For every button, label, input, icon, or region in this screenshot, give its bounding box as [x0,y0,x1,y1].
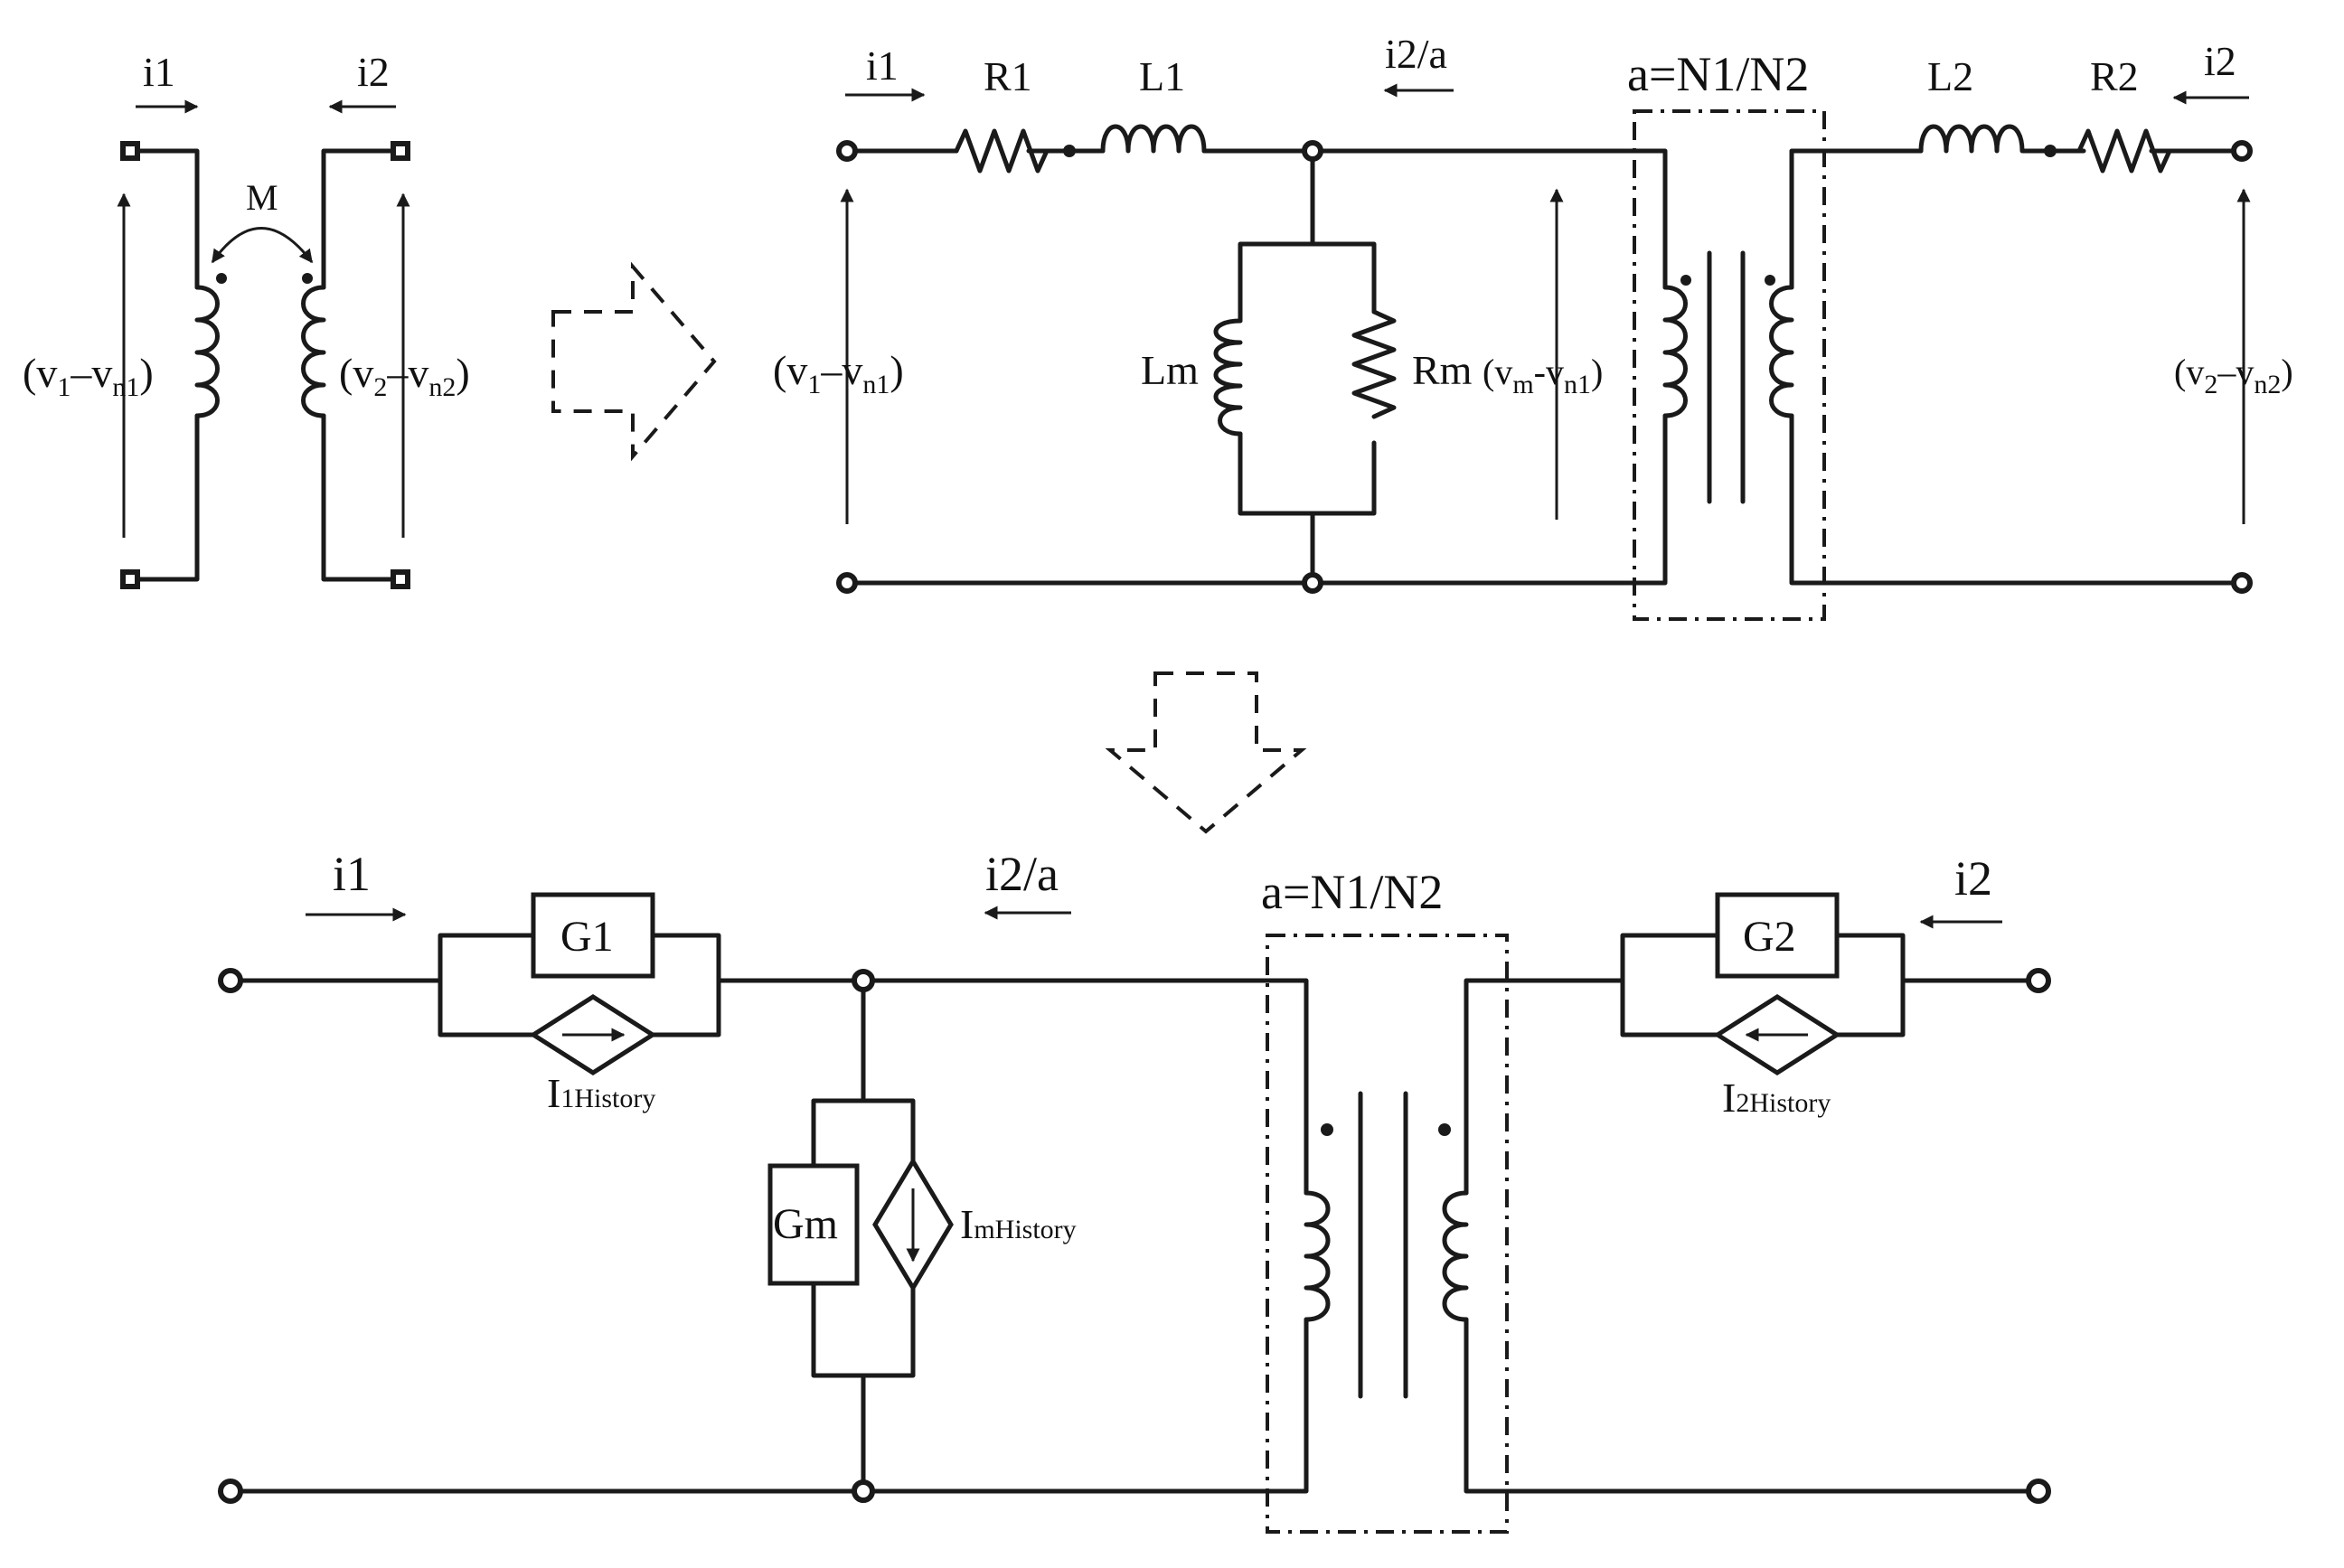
polarity-dot [1321,1123,1333,1136]
i1history-label: I1History [547,1070,655,1116]
secondary-coil-icon [301,285,326,418]
junction-dot [2044,145,2057,157]
polarity-dot [1680,275,1691,286]
imhistory-label: ImHistory [960,1201,1077,1247]
wire [1464,933,2031,1494]
terminal [2231,572,2253,594]
polarity-dot [1438,1123,1451,1136]
node [852,969,875,992]
rm-resistor-icon [1351,309,1397,419]
l1-label: L1 [1139,53,1185,99]
current-label-i2: i2 [2204,38,2236,84]
r1-resistor-icon [954,128,1050,174]
lm-inductor-icon [1213,318,1243,437]
polarity-dot [1765,275,1775,286]
current-label-i1: i1 [333,847,371,901]
terminal [218,1479,243,1504]
secondary-coil-icon [1769,285,1794,418]
terminal [218,968,243,993]
polarity-dot [302,273,313,284]
turns-ratio-label: a=N1/N2 [1261,865,1443,919]
voltage-label-vm: (vm-vn1) [1483,352,1603,399]
node [1302,572,1323,594]
r2-label: R2 [2090,53,2139,99]
terminal [2026,968,2051,993]
gm-label: Gm [773,1200,838,1248]
turns-ratio-label: a=N1/N2 [1627,47,1809,101]
mutual-coupling-arrow [211,227,314,264]
g1-label: G1 [560,913,614,961]
wire [1789,148,2236,586]
current-label-i2: i2 [357,49,390,95]
terminal [836,572,858,594]
voltage-label-v1: (v1–vn1) [773,347,904,399]
wire [238,978,1309,1494]
primary-coil-icon [1662,285,1688,418]
wire [321,148,396,582]
wire [852,148,1668,586]
node [1302,140,1323,162]
ideal-transformer-box [1633,109,1826,621]
polarity-dot [216,273,227,284]
secondary-coil-icon [1442,1190,1469,1322]
terminal [836,140,858,162]
transform-arrow-right [551,261,717,462]
voltage-label-v2: (v2–vn2) [339,350,470,402]
wire [1238,156,1377,577]
current-label-i1: i1 [866,42,899,89]
rm-label: Rm [1412,347,1473,393]
terminal [2231,140,2253,162]
g1-conductance-box [531,892,655,979]
terminal [2026,1479,2051,1504]
g2-label: G2 [1743,913,1796,961]
t-equivalent-panel: Lm Rm a=N1/N2 R1 L1 L2 R2 i1 i2/a i2 (v1… [773,31,2293,621]
current-label-i2: i2 [1954,851,1992,906]
current-label-i2a: i2/a [985,847,1059,901]
mutual-label: M [246,177,278,218]
l2-label: L2 [1927,53,1973,99]
gm-conductance-box [767,1163,860,1286]
r1-label: R1 [984,53,1032,99]
wire [238,933,857,1038]
primary-coil-icon [1304,1190,1331,1322]
l1-inductor-icon [1100,124,1207,154]
coupled-coils-panel: M i1 i2 (v1–vn1) (v2–vn2) [23,49,470,589]
voltage-label-v2: (v2–vn2) [2174,352,2293,399]
voltage-label-v1: (v1–vn1) [23,350,154,402]
node [852,1479,875,1503]
wire [811,988,916,1485]
lm-label: Lm [1141,347,1199,393]
wire [135,148,200,582]
current-label-i2a: i2/a [1385,31,1447,77]
i2history-label: I2History [1722,1075,1831,1121]
transform-arrow-down [1105,671,1307,834]
ideal-transformer-box [1266,934,1509,1534]
current-label-i1: i1 [143,49,175,95]
primary-coil-icon [194,285,220,418]
l2-inductor-icon [1918,124,2025,154]
r2-resistor-icon [2076,128,2172,174]
companion-model-panel: G1 I1History Gm ImHistory a=N1/N2 G2 I2H… [218,847,2051,1534]
g2-conductance-box [1715,892,1840,979]
